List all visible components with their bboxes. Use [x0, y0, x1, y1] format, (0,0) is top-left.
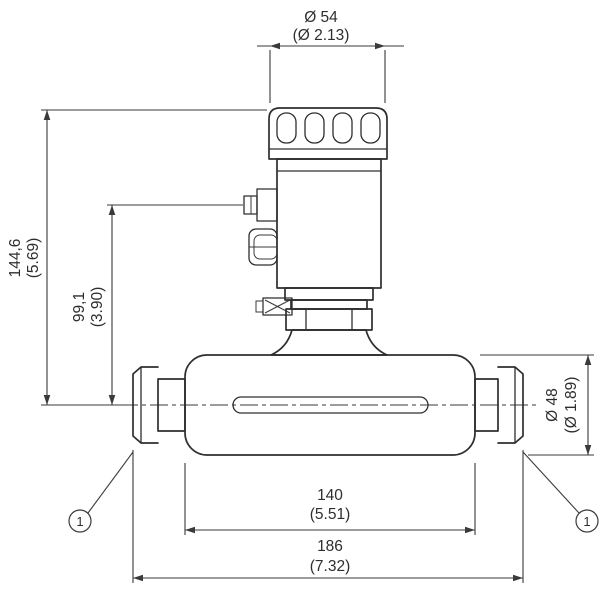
device-cap: [268, 107, 388, 160]
dim-body-length-metric: 140: [317, 487, 343, 504]
arrowhead: [513, 574, 523, 582]
cap-rib-slot: [332, 112, 353, 144]
dim-overall-height-metric: 144,6: [7, 239, 24, 278]
arrowhead: [43, 110, 51, 120]
dim-connector-height-imperial: (3.90): [89, 287, 106, 328]
callout-circle: [575, 509, 599, 533]
m12-connector: [243, 188, 278, 222]
leader-line: [87, 451, 134, 514]
device-housing: [276, 158, 382, 289]
callout-right: 1: [522, 451, 599, 533]
dimension-body-length: 140 (5.51): [184, 463, 476, 535]
cap-rib-slot: [360, 112, 381, 144]
callout-left: 1: [68, 451, 134, 533]
arrowhead: [185, 526, 195, 534]
vent-tip: [255, 300, 264, 313]
device-neck: [270, 287, 388, 356]
neck-hex-nut: [285, 308, 373, 331]
process-connection-right: [474, 366, 524, 444]
dim-pipe-diameter-metric: Ø 48: [544, 388, 561, 422]
callout-left-number: 1: [76, 514, 83, 529]
arrowhead: [108, 395, 116, 405]
tube-neck-right: [474, 378, 499, 432]
dimension-overall-length: 186 (7.32): [132, 450, 524, 583]
neck-dome: [270, 329, 388, 356]
arrowhead: [584, 445, 592, 455]
leader-line: [522, 451, 580, 514]
dim-overall-height-imperial: (5.69): [25, 238, 42, 279]
arrowhead: [108, 205, 116, 215]
tube-neck-left: [157, 378, 186, 432]
callout-right-number: 1: [583, 514, 590, 529]
dim-pipe-diameter-imperial: (Ø 1.89): [563, 377, 580, 434]
dim-top-diameter-imperial: (Ø 2.13): [293, 27, 350, 44]
cap-outline: [268, 107, 388, 160]
connector-body: [256, 188, 278, 222]
arrowhead: [375, 42, 385, 50]
clamp-ferrule-left: [132, 366, 159, 444]
dim-connector-height-metric: 99,1: [71, 292, 88, 322]
neck-step-1: [284, 287, 374, 301]
dim-overall-length-imperial: (7.32): [310, 558, 351, 575]
callout-circle: [68, 509, 92, 533]
dim-body-length-imperial: (5.51): [310, 506, 351, 523]
dimension-top-diameter: Ø 54 (Ø 2.13): [257, 9, 404, 103]
arrowhead: [270, 42, 280, 50]
arrowhead: [584, 355, 592, 365]
cap-rib-slot: [276, 112, 297, 144]
dimension-connector-height: 99,1 (3.90): [71, 204, 243, 405]
arrowhead: [465, 526, 475, 534]
dim-overall-length-metric: 186: [317, 538, 343, 555]
cap-rib-slot: [304, 112, 325, 144]
process-connection-left: [132, 366, 186, 444]
device-outline: [132, 107, 524, 456]
housing-body: [276, 158, 382, 289]
clamp-ferrule-right: [497, 366, 524, 444]
vent-cross-line: [264, 299, 291, 314]
sight-window: [232, 396, 429, 414]
neck-step-2: [290, 299, 368, 310]
dimension-pipe-diameter: Ø 48 (Ø 1.89): [480, 354, 594, 456]
arrowhead: [43, 395, 51, 405]
dim-top-diameter-metric: Ø 54: [304, 9, 338, 26]
arrowhead: [133, 574, 143, 582]
dimension-overall-height: 144,6 (5.69): [7, 109, 267, 406]
cable-gland: [248, 228, 278, 266]
